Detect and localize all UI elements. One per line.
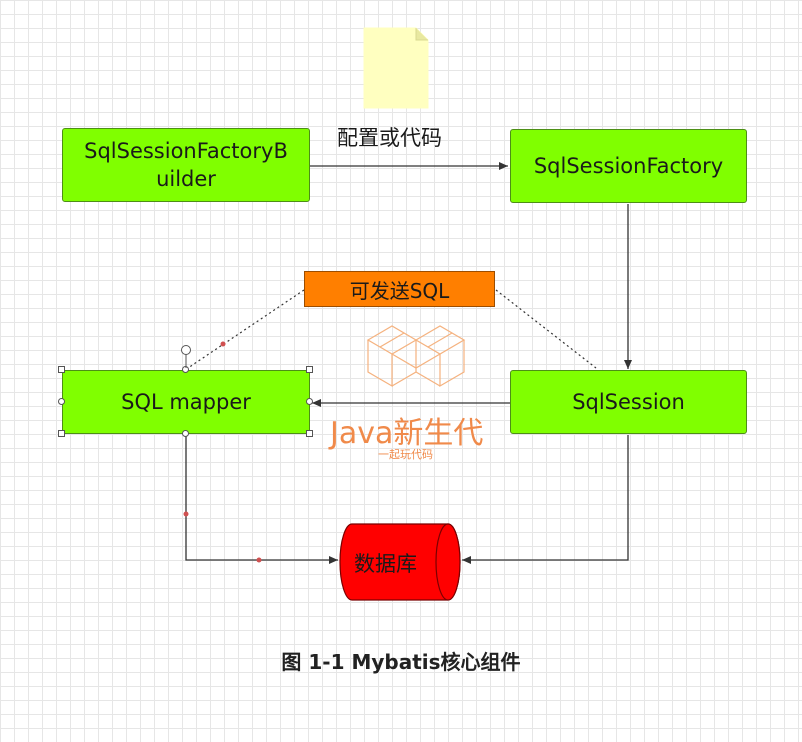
database-label: 数据库 xyxy=(354,552,417,576)
dotted-link-session xyxy=(495,289,597,369)
database-cylinder xyxy=(339,523,461,601)
connection-point-right[interactable] xyxy=(306,398,313,405)
node-builder-line1: SqlSessionFactoryB xyxy=(84,139,288,163)
resize-handle-sw[interactable] xyxy=(58,430,65,437)
figure-caption: 图 1-1 Mybatis核心组件 xyxy=(281,650,521,674)
waypoint-dot xyxy=(220,341,226,347)
node-factory-label: SqlSessionFactory xyxy=(533,154,724,178)
resize-handle-nw[interactable] xyxy=(58,366,65,373)
node-session-label: SqlSession xyxy=(572,390,685,414)
connection-point-bottom[interactable] xyxy=(182,430,189,437)
resize-handle-se[interactable] xyxy=(306,430,313,437)
can-send-sql-box[interactable]: 可发送SQL xyxy=(304,271,495,307)
node-sql-mapper[interactable]: SQL mapper xyxy=(62,370,310,434)
dotted-link-mapper xyxy=(187,289,305,369)
arrow-mapper-to-database xyxy=(185,434,338,564)
watermark-title: Java新生代 xyxy=(330,416,484,451)
arrow-session-to-database xyxy=(462,435,629,564)
watermark-cubes xyxy=(366,325,466,388)
document-fold xyxy=(415,28,428,41)
node-sqlsession[interactable]: SqlSession xyxy=(510,370,747,434)
rotate-handle[interactable] xyxy=(180,344,192,368)
watermark-subtitle: 一起玩代码 xyxy=(378,448,433,461)
config-label: 配置或代码 xyxy=(337,126,442,150)
waypoint-dot xyxy=(183,511,189,517)
waypoint-dot xyxy=(256,557,262,563)
node-sqlsessionfactorybuilder[interactable]: SqlSessionFactoryB uilder xyxy=(62,128,310,202)
can-send-sql-label: 可发送SQL xyxy=(349,278,450,303)
connection-point-left[interactable] xyxy=(58,398,65,405)
node-builder-line2: uilder xyxy=(156,167,216,191)
document-shape xyxy=(363,27,429,109)
node-sqlsessionfactory[interactable]: SqlSessionFactory xyxy=(510,129,747,203)
resize-handle-ne[interactable] xyxy=(306,366,313,373)
node-mapper-label: SQL mapper xyxy=(121,390,251,414)
